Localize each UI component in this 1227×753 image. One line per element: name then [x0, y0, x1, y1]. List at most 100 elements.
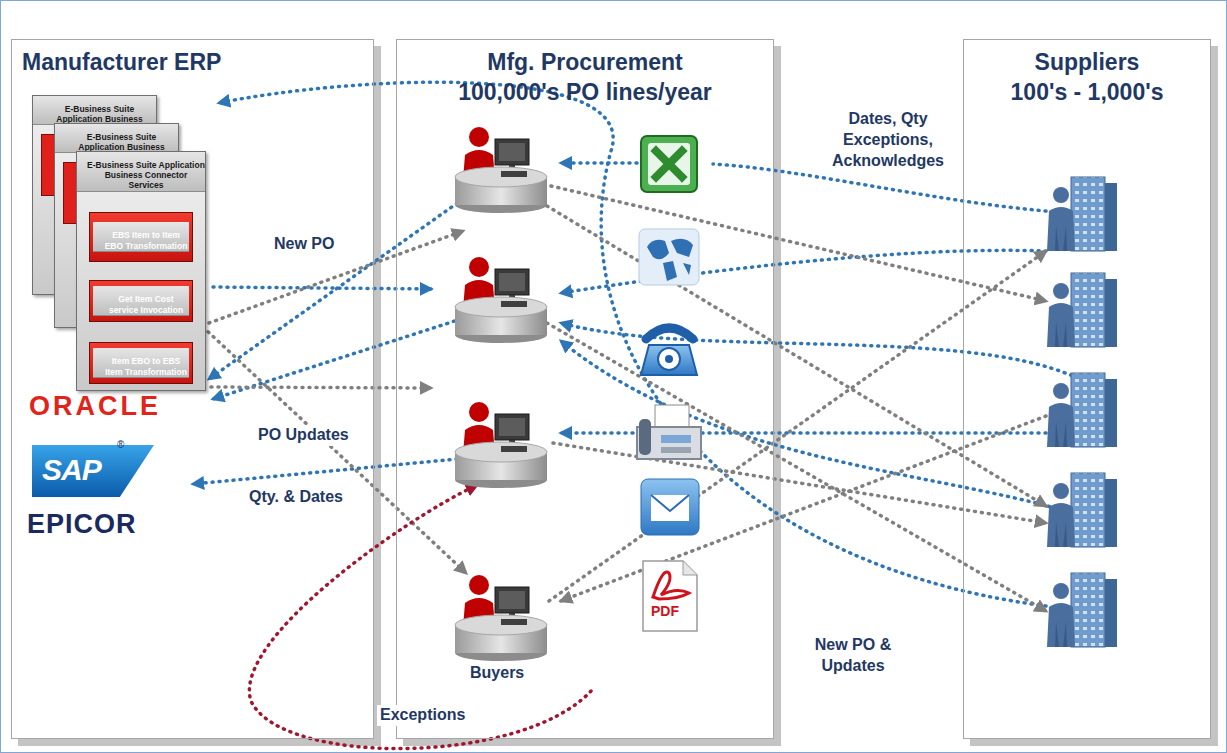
grey-dotted-arrow — [209, 231, 463, 323]
blue-dotted-arrow — [561, 323, 1096, 389]
node-heading: Item EBO to EBS Item Transformation — [93, 348, 189, 377]
supplier-building — [1047, 177, 1117, 251]
phone-icon — [658, 348, 680, 370]
grey-dotted-arrow — [547, 323, 1046, 611]
group-label: Buyers — [467, 663, 527, 684]
fax-icon — [655, 405, 689, 427]
supplier-building — [1047, 473, 1117, 547]
red-exception-arrow — [249, 485, 591, 749]
blue-dotted-arrow — [213, 287, 431, 289]
flow-label: PO Updates — [255, 425, 352, 446]
buyer-figure — [455, 402, 547, 488]
blue-dotted-arrow — [193, 459, 457, 484]
excel-icon — [641, 136, 697, 192]
blue-dotted-arrow — [561, 250, 1046, 293]
process-box: Get Item Cost service Invocation — [89, 280, 193, 322]
process-panel: Mfg. Procurement100,000's PO lines/year — [396, 39, 774, 739]
pdf-icon — [643, 561, 697, 631]
node-heading: E-Business Suite Application Business — [33, 96, 156, 125]
system-panel: Manufacturer ERP E-Business Suite Applica… — [11, 39, 374, 739]
vendor-logo: EPICOR — [27, 509, 137, 540]
buyer-figure — [455, 127, 547, 661]
blue-dotted-arrow — [193, 82, 1096, 606]
globe-icon — [683, 263, 691, 275]
vendor-logo: ORACLE — [29, 391, 161, 422]
flow-label: New PO & Updates — [799, 635, 907, 677]
flow-label: Qty. & Dates — [246, 487, 346, 508]
email-icon — [641, 479, 699, 535]
buyer-figure — [455, 575, 547, 661]
node-heading: Manufacturer ERP — [12, 40, 373, 78]
trademark-mark: ® — [117, 439, 124, 450]
flow-label: Exceptions — [377, 705, 468, 726]
excel-icon — [656, 151, 682, 177]
fax-icon — [661, 435, 691, 443]
flow-label: Dates, Qty Exceptions, Acknowledges — [821, 109, 955, 171]
phone-icon — [665, 355, 673, 363]
globe-icon — [639, 229, 699, 285]
blue-dotted-arrow — [209, 199, 463, 379]
buyer-figure — [455, 257, 547, 343]
grey-dotted-arrow — [211, 387, 431, 388]
buyer-figure — [455, 127, 547, 213]
vendor-logo: ORACLE — [29, 391, 161, 422]
node-subheading: 100's - 1,000's — [964, 78, 1210, 108]
icon-label: PDF — [651, 603, 679, 619]
panel-fill — [11, 39, 374, 739]
phone-icon — [641, 345, 697, 375]
grey-dotted-arrow — [561, 416, 1046, 601]
excel-icon — [648, 143, 690, 185]
grey-dotted-arrow — [203, 186, 1046, 611]
process-box: Item EBO to EBS Item Transformation — [89, 342, 193, 384]
phone-icon — [641, 328, 697, 375]
phone-icon — [646, 328, 693, 339]
group-label: Buyers — [467, 663, 527, 684]
flow-label: New PO — [271, 234, 337, 255]
globe-icon — [671, 239, 693, 257]
fax-icon — [637, 405, 701, 459]
node-heading: SAP — [32, 445, 154, 486]
supplier-panel: Suppliers100's - 1,000's — [963, 39, 1211, 739]
flow-label: PO Updates — [255, 425, 352, 446]
flow-label: New PO — [271, 234, 337, 255]
globe-icon — [639, 229, 699, 285]
node-heading: Get Item Cost service Invocation — [93, 286, 189, 315]
supplier-building — [1047, 273, 1117, 347]
supplier-building — [1047, 373, 1117, 447]
node-heading: E-Business Suite Application Business Co… — [77, 152, 205, 192]
node-heading: EBS Item to Item EBO Transformation — [93, 222, 189, 251]
supplier-building — [1047, 177, 1117, 647]
grey-dotted-arrow — [203, 327, 466, 573]
fax-icon — [639, 419, 651, 455]
logo-shape — [32, 445, 154, 497]
flow-label: New PO & Updates — [799, 635, 907, 677]
blue-dotted-arrow — [219, 82, 1046, 606]
logo-badge: SAP — [32, 445, 154, 497]
flow-label: Exceptions — [377, 705, 468, 726]
blue-dotted-arrow — [561, 161, 637, 165]
panel-fill — [963, 39, 1211, 739]
blue-dotted-arrow — [561, 431, 1046, 435]
fax-icon — [661, 447, 691, 453]
excel-icon — [641, 136, 697, 192]
panel-fill — [396, 39, 774, 739]
email-icon — [651, 495, 689, 521]
grey-dotted-arrow — [551, 186, 1046, 301]
pdf-icon — [683, 561, 697, 575]
globe-icon — [663, 261, 677, 281]
vendor-logo: EPICOR — [27, 509, 137, 540]
email-icon — [651, 495, 689, 511]
node-heading: Mfg. Procurement — [397, 40, 773, 78]
grey-dotted-arrow — [547, 206, 1046, 506]
globe-icon — [647, 240, 669, 259]
process-box: EBS Item to Item EBO Transformation — [89, 212, 193, 262]
node-subheading: 100,000's PO lines/year — [397, 78, 773, 108]
grey-dotted-arrow — [549, 251, 1046, 601]
panel-fill — [11, 39, 1211, 739]
icon-label: PDF — [651, 603, 679, 619]
screenshot-window: E-Business Suite Application Business Co… — [76, 151, 206, 391]
flow-label: Qty. & Dates — [246, 487, 346, 508]
pdf-icon — [643, 561, 697, 631]
